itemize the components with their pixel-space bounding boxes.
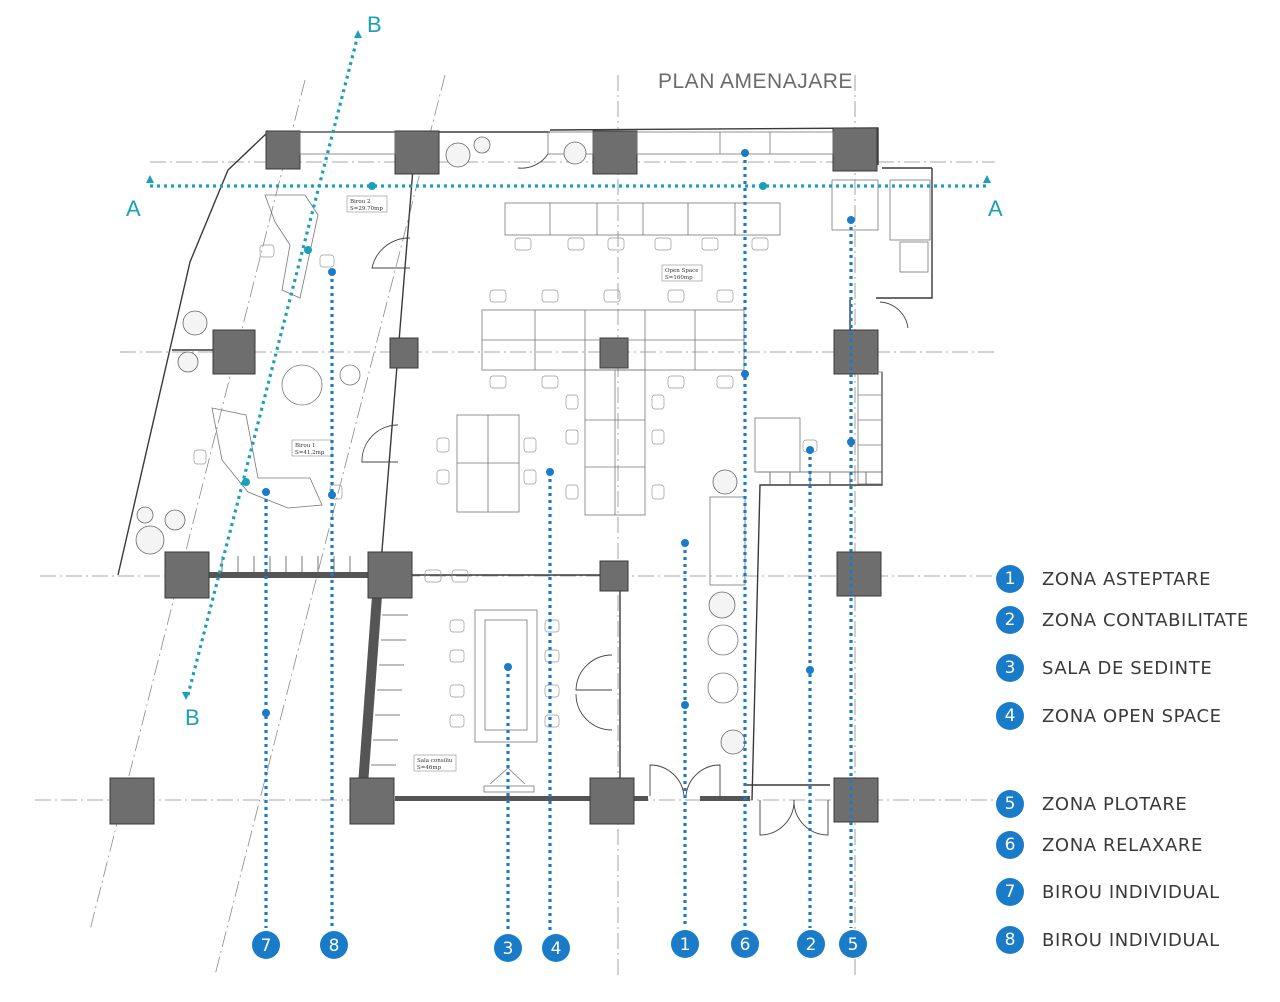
- section-label-a-left: A: [126, 196, 141, 221]
- legend-label: BIROU INDIVIDUAL: [1042, 881, 1220, 903]
- svg-text:3: 3: [503, 939, 514, 959]
- legend-item-6: 6 ZONA RELAXARE: [996, 829, 1203, 861]
- legend-label: ZONA PLOTARE: [1042, 793, 1188, 815]
- legend-number: 5: [996, 790, 1024, 818]
- room-label-birou2-name: Birou 2: [350, 199, 371, 205]
- legend-label: ZONA ASTEPTARE: [1042, 568, 1212, 590]
- legend-item-7: 7 BIROU INDIVIDUAL: [996, 876, 1220, 908]
- legend-item-3: 3 SALA DE SEDINTE: [996, 652, 1212, 684]
- zone-leader-dots: [262, 149, 855, 717]
- zone-marker-8: 8: [320, 931, 348, 959]
- stair-hatch: [221, 471, 882, 766]
- svg-text:5: 5: [848, 935, 859, 955]
- legend-number: 8: [996, 926, 1024, 954]
- room-label-sala-consiliu-name: Sala consiliu: [417, 758, 453, 764]
- section-label-b-top: B: [367, 12, 382, 37]
- svg-text:2: 2: [806, 935, 817, 955]
- svg-text:6: 6: [740, 935, 751, 955]
- room-label-sala-consiliu-area: S=46mp: [417, 765, 442, 771]
- svg-text:7: 7: [261, 936, 272, 956]
- svg-text:1: 1: [680, 935, 691, 955]
- legend-item-1: 1 ZONA ASTEPTARE: [996, 563, 1211, 595]
- room-label-open-space-area: S=160mp: [665, 275, 693, 281]
- legend-item-5: 5 ZONA PLOTARE: [996, 788, 1187, 820]
- legend-item-8: 8 BIROU INDIVIDUAL: [996, 924, 1220, 956]
- zone-marker-5: 5: [839, 930, 867, 958]
- zone-marker-6: 6: [731, 930, 759, 958]
- thick-walls: [208, 572, 750, 801]
- chairs: [193, 237, 818, 728]
- section-label-a-right: A: [988, 196, 1003, 221]
- section-label-b-bottom: B: [185, 705, 200, 730]
- room-label-birou1-name: Birou 1: [295, 443, 316, 449]
- legend-number: 1: [996, 565, 1024, 593]
- doors: [361, 153, 909, 836]
- furniture: [211, 179, 931, 793]
- zone-marker-2: 2: [797, 930, 825, 958]
- room-label-birou2-area: S=29.70mp: [350, 206, 383, 212]
- svg-text:8: 8: [329, 936, 340, 956]
- room-label-birou1-area: S=41.2mp: [295, 450, 325, 456]
- legend-number: 7: [996, 878, 1024, 906]
- legend-item-4: 4 ZONA OPEN SPACE: [996, 700, 1222, 732]
- section-markers: [146, 30, 991, 700]
- legend-label: ZONA OPEN SPACE: [1042, 705, 1222, 727]
- legend-label: ZONA CONTABILITATE: [1042, 609, 1249, 631]
- legend-number: 3: [996, 654, 1024, 682]
- zone-markers: 7 8 3 4 1 6 2 5: [252, 930, 867, 962]
- pillars: [109, 127, 882, 825]
- legend-number: 4: [996, 702, 1024, 730]
- zone-marker-7: 7: [252, 931, 280, 959]
- legend-label: SALA DE SEDINTE: [1042, 657, 1213, 679]
- svg-text:4: 4: [551, 939, 562, 959]
- section-lines: [150, 34, 987, 696]
- legend-number: 2: [996, 606, 1024, 634]
- zone-marker-3: 3: [494, 934, 522, 962]
- legend-label: BIROU INDIVIDUAL: [1042, 929, 1220, 951]
- facade-windows: [299, 131, 883, 485]
- legend-label: ZONA RELAXARE: [1042, 834, 1203, 856]
- zone-marker-4: 4: [542, 934, 570, 962]
- legend-number: 6: [996, 831, 1024, 859]
- plan-title: PLAN AMENAJARE: [658, 70, 853, 93]
- room-labels: Birou 2 S=29.70mp Birou 1 S=41.2mp Open …: [291, 195, 703, 772]
- room-label-open-space-name: Open Space: [665, 268, 698, 274]
- zone-marker-1: 1: [671, 930, 699, 958]
- legend-item-2: 2 ZONA CONTABILITATE: [996, 604, 1249, 636]
- plants: [135, 136, 746, 755]
- section-labels: A A B B: [126, 12, 1003, 730]
